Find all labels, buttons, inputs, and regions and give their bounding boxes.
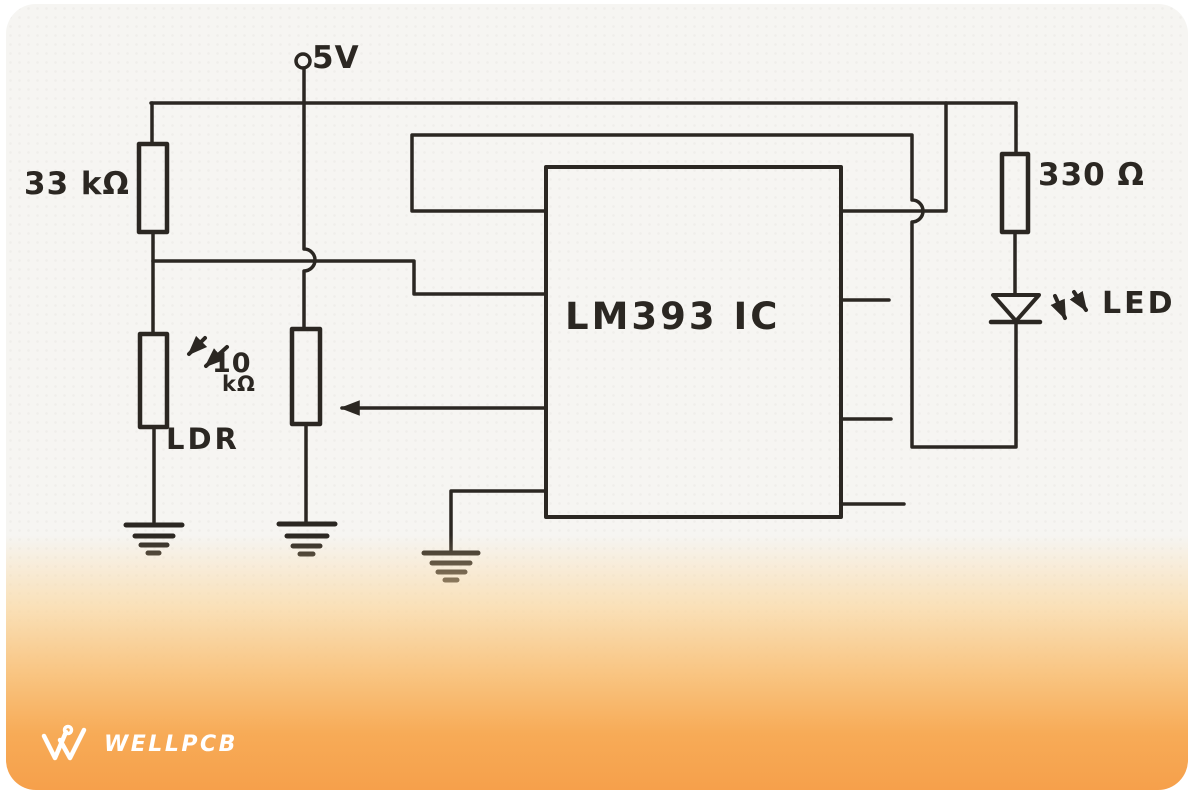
potentiometer-body	[289, 326, 323, 427]
wellpcb-logo-text: WELLPCB	[104, 731, 238, 757]
ic-name-label: LM393 IC	[565, 295, 781, 338]
ground-symbol	[276, 521, 338, 557]
ic-feedback-wire	[410, 133, 1018, 449]
schematic-photo: 5V 33 kΩ 10 kΩ LDR LM393 IC 330 Ω LED WE…	[6, 4, 1188, 790]
ldr-body	[137, 331, 170, 430]
light-arrow-icon	[187, 335, 208, 356]
ic-body	[544, 165, 843, 519]
ground-symbol	[123, 522, 185, 556]
supply-voltage-label: 5V	[312, 40, 360, 76]
ic-ground-wire	[449, 489, 548, 552]
ldr-unit-label: kΩ	[222, 372, 256, 396]
wellpcb-w-mark-icon	[41, 724, 87, 761]
led-emission-arrow-icon	[1050, 294, 1067, 321]
led-triangle	[991, 293, 1041, 323]
resistor-33k-body	[136, 141, 170, 235]
ldr-value-label: 10	[212, 348, 252, 379]
ldr-name-label: LDR	[166, 422, 240, 456]
circuit-drawing	[123, 52, 1088, 583]
resistor-330-body	[999, 151, 1031, 235]
led-name-label: LED	[1102, 286, 1176, 321]
wellpcb-logo: WELLPCB	[40, 724, 238, 764]
divider-to-ic-wire	[151, 259, 548, 296]
supply-wire	[302, 66, 317, 331]
ic-output-wire	[839, 101, 948, 213]
supply-terminal-circle	[294, 52, 312, 70]
resistor-33k-label: 33 kΩ	[24, 166, 130, 202]
led-emission-arrow-icon	[1069, 290, 1088, 312]
resistor-330-label: 330 Ω	[1038, 157, 1145, 193]
ground-symbol	[421, 550, 481, 583]
